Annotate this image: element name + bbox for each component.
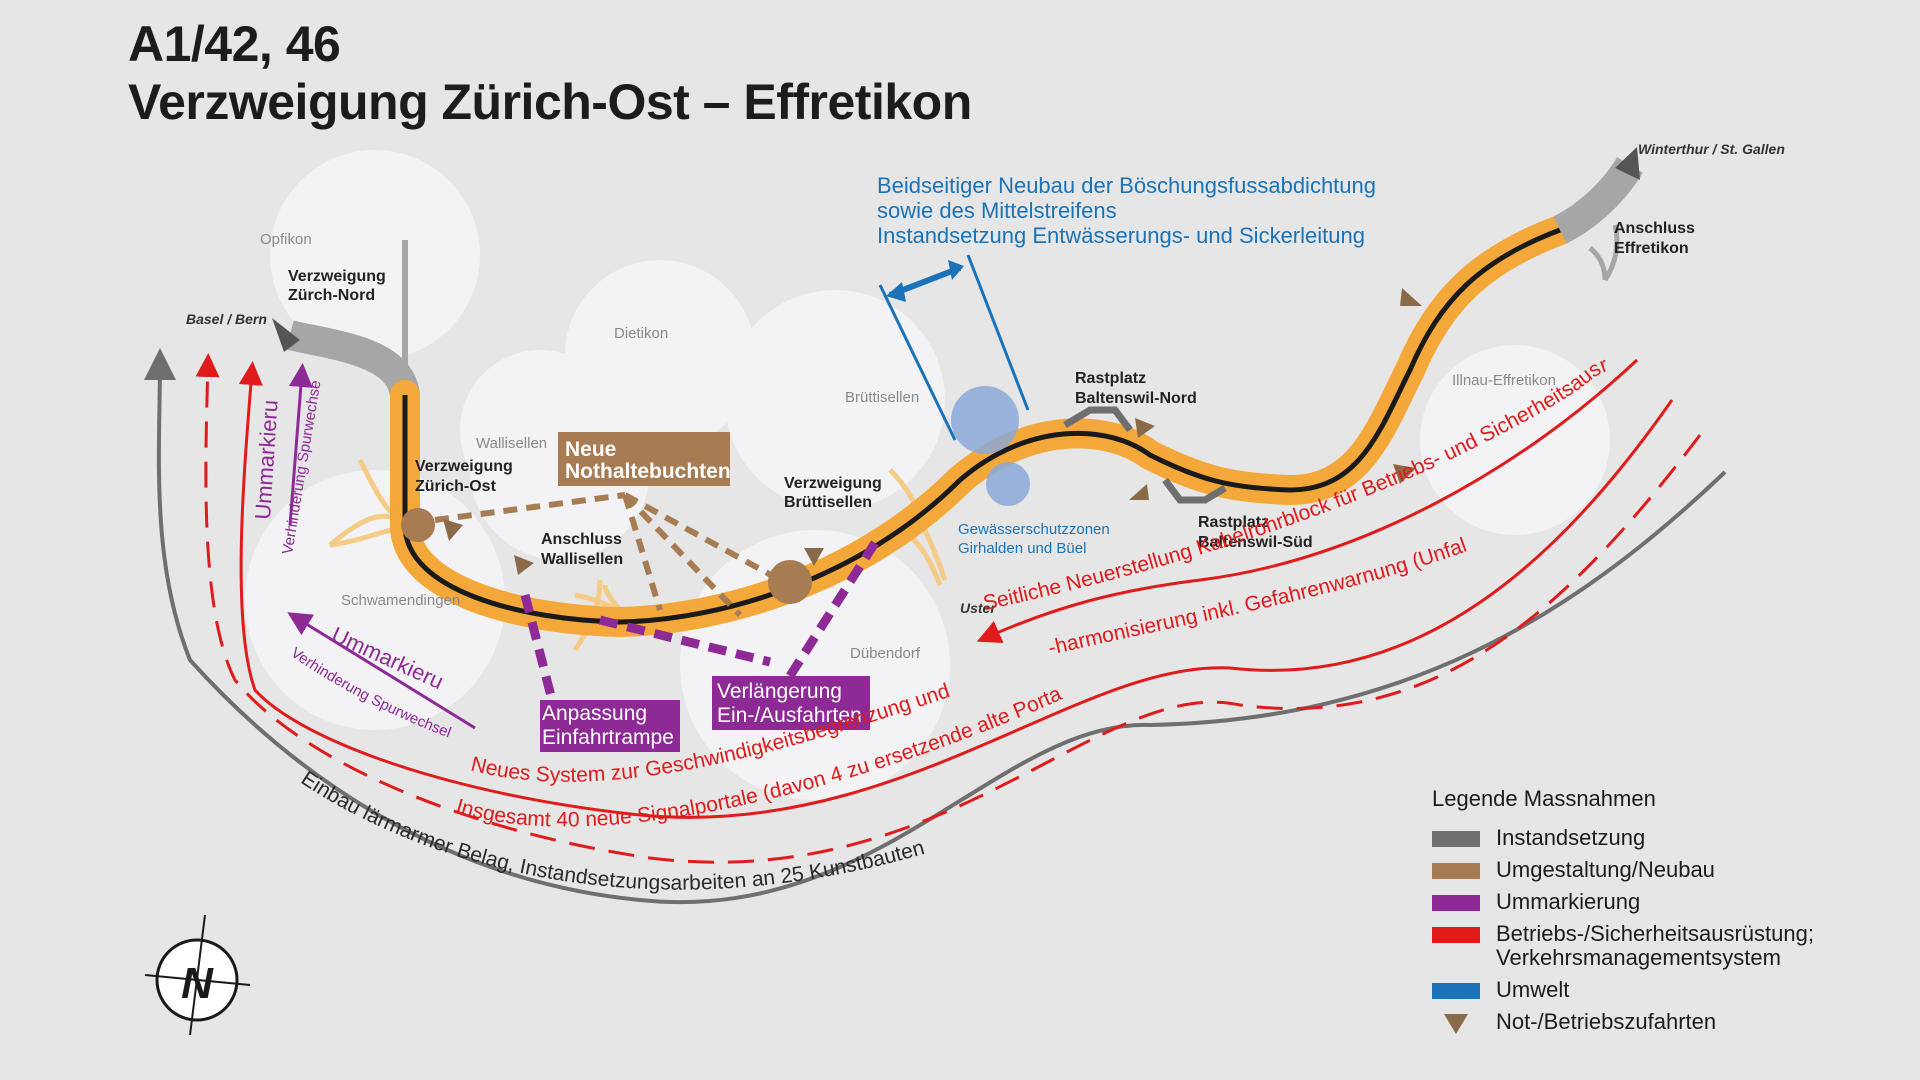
effretikon-ramps [1588,224,1620,282]
red-speed-line [238,361,1674,819]
compass-letter: N [181,959,214,1008]
red-dashed-line [195,353,1702,864]
legend-swatch [1432,927,1480,943]
red-cable-line [976,358,1639,643]
purple-measures [520,532,884,752]
legend-swatch [1432,831,1480,847]
blue-arrow-head-right [948,260,964,280]
nothalte-label: Neue Nothaltebuchten [565,438,731,483]
legend-item-betrieb: Betriebs-/Sicherheitsausrüstung; Verkehr… [1432,922,1832,978]
einfahrt-box [540,700,680,752]
water-zone-big [951,386,1019,454]
legend-swatch [1432,983,1480,999]
junction-bruettisellen: Verzweigung Brüttisellen [784,475,886,511]
town-opfikon [270,150,480,360]
basel-arrow [272,318,300,352]
direction-uster: Uster [960,600,997,616]
measure-lines [143,348,1727,904]
town-bruettisellen [725,290,945,510]
legend-swatch [1432,863,1480,879]
legend-label: Ummarkierung [1496,889,1641,914]
purple-arrow-2 [287,612,476,730]
legend-label: Not-/Betriebszufahrten [1496,1009,1717,1034]
access-triangle [1393,464,1416,484]
compass-icon: N [144,914,251,1036]
junction-baltenswil-sued: Rastplatz Baltenswil-Süd [1198,514,1313,551]
junction-effretikon: Anschluss Effretikon [1614,220,1699,257]
brown-node-zuerich-ost [401,508,435,542]
brown-dashed-links [434,492,782,618]
purple-arrow-1 [288,363,313,526]
purple-dashed-links [520,532,884,702]
gray-surface-line [143,348,1727,904]
nothalte-box [558,432,730,486]
access-triangle [804,548,824,566]
rastplatz-nord [1063,406,1133,433]
junction-zuerich-ost: Verzweigung Zürich-Ost [415,458,517,495]
access-triangle [1135,418,1155,438]
legend-item-ummarkierung: Ummarkierung [1432,890,1832,922]
blue-bracket-right [966,254,1030,411]
direction-winterthur: Winterthur / St. Gallen [1638,141,1785,157]
direction-basel: Basel / Bern [186,311,267,327]
brown-node-bruettisellen [768,560,812,604]
verlaengerung-label: Verlängerung Ein-/Ausfahrten [717,680,862,727]
legend-label: Umwelt [1496,977,1570,1002]
access-triangle [514,555,534,575]
environment-note: Beidseitiger Neubau der Böschungsfussabd… [877,173,1382,248]
ummarkierung-label-left: Ummarkierung [0,0,283,520]
place-bruettisellen: Brüttisellen [845,389,919,406]
legend-item-umwelt: Umwelt [1432,978,1832,1010]
water-zones-label: Gewässerschutzzonen Girhalden und Büel [958,521,1114,557]
legend-item-zufahrten: Not-/Betriebszufahrten [1432,1010,1832,1042]
place-schwamendingen: Schwamendingen [341,592,460,609]
legend-label: Umgestaltung/Neubau [1496,857,1715,882]
access-triangle [1400,288,1422,306]
access-triangles [443,288,1422,575]
legend-label: Instandsetzung [1496,825,1646,850]
legend-item-umgestaltung: Umgestaltung/Neubau [1432,858,1832,890]
map-title-line2: Verzweigung Zürich-Ost – Effretikon [128,74,972,130]
brown-measures [401,432,812,618]
legend-label-line2: Verkehrsmanagementsystem [1496,945,1781,970]
legend-label: Betriebs-/Sicherheitsausrüstung; Verkehr… [1496,922,1814,970]
place-duebendorf: Dübendorf [850,645,921,662]
rastplatz-sued [1162,477,1227,504]
place-illnau: Illnau-Effretikon [1452,372,1556,389]
verlaengerung-box [712,676,870,730]
junction-wallisellen: Anschluss Wallisellen [541,531,626,568]
legend: Legende Massnahmen Instandsetzung Umgest… [1432,786,1832,1042]
place-opfikon: Opfikon [260,231,312,248]
einfahrt-label: Anpassung Einfahrtrampe [542,702,674,749]
blue-arrow-head-left [886,282,906,302]
triangle-icon [1444,1014,1468,1034]
junction-baltenswil-nord: Rastplatz Baltenswil-Nord [1075,370,1197,407]
blue-bracket-left [878,284,957,441]
place-dietikon: Dietikon [614,325,668,342]
map-title-line1: A1/42, 46 [128,16,341,72]
place-wallisellen: Wallisellen [476,435,547,452]
junction-zuerich-nord: Verzweigung Zürch-Nord [288,268,390,304]
legend-title: Legende Massnahmen [1432,786,1656,811]
water-zone-small [986,462,1030,506]
legend-swatch [1432,895,1480,911]
environment-measures [878,254,1030,506]
access-triangle [1129,484,1149,500]
access-triangle [443,519,463,541]
town-schwamendingen [245,470,505,730]
legend-item-instandsetzung: Instandsetzung [1432,826,1832,858]
legend-label-line1: Betriebs-/Sicherheitsausrüstung; [1496,921,1814,946]
winterthur-arrow [1615,147,1640,180]
